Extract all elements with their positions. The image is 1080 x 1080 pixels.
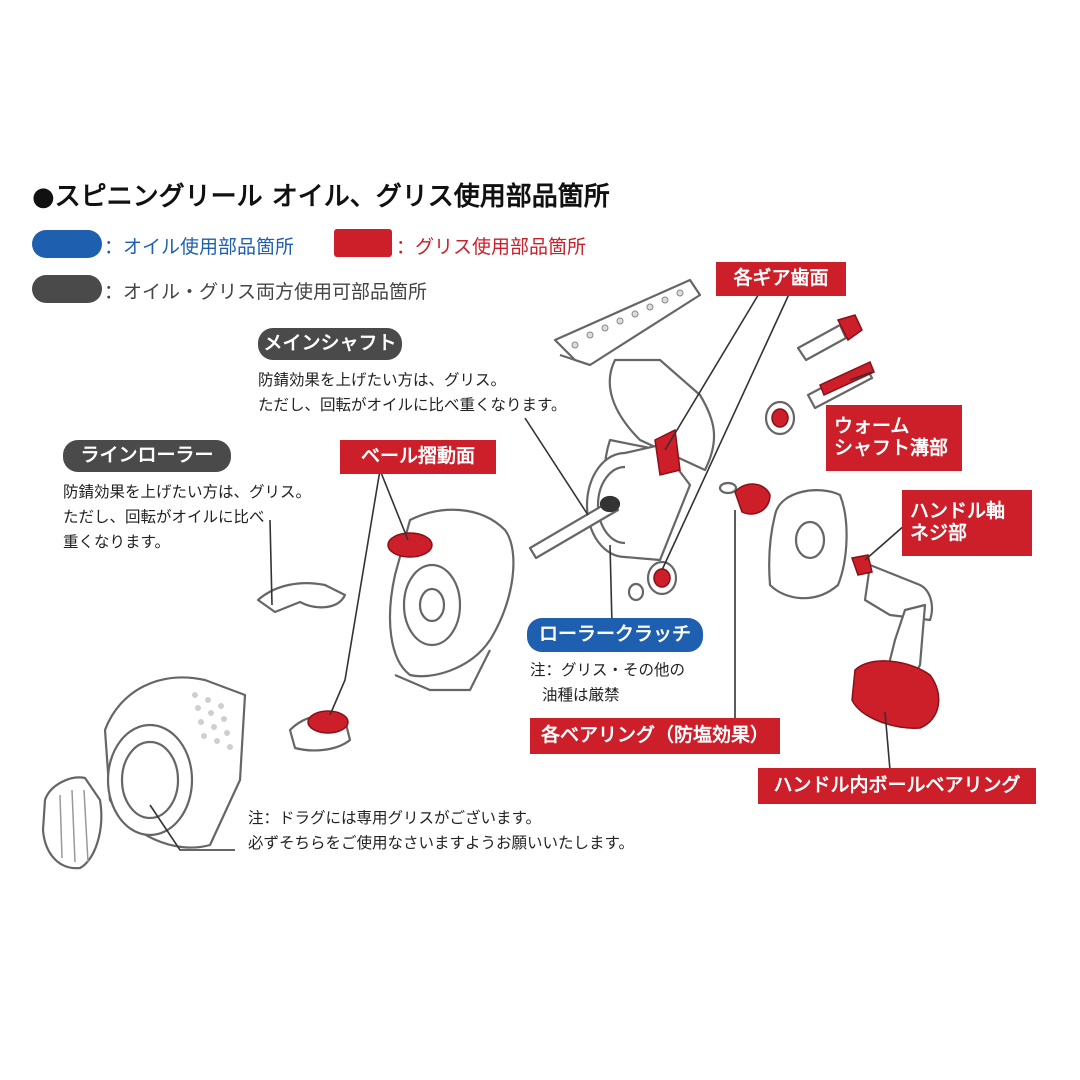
label-worm-shaft: ウォーム シャフト溝部 bbox=[826, 405, 962, 471]
spool bbox=[103, 676, 247, 849]
note-line-roller-line-2: ただし、回転がオイルに比べ bbox=[63, 508, 265, 526]
note-drag: 注：ドラグには専用グリスがございます。 必ずそちらをご使用なさいますようお願いい… bbox=[248, 806, 634, 856]
grease-areas bbox=[307, 314, 940, 734]
note-main-shaft-line-2: ただし、回転がオイルに比べ重くなります。 bbox=[258, 396, 567, 414]
main-shaft bbox=[528, 495, 621, 560]
label-handle-thread-line-1: ハンドル軸 bbox=[910, 500, 1006, 523]
label-roller-clutch: ローラークラッチ bbox=[527, 618, 703, 652]
grease-bail-surface bbox=[387, 532, 433, 558]
label-bail-surface: ベール摺動面 bbox=[340, 440, 496, 474]
label-bearings: 各ベアリング（防塩効果） bbox=[530, 718, 780, 754]
legend-both-swatch bbox=[32, 275, 102, 303]
label-handle-knob-bearing: ハンドル内ボールベアリング bbox=[758, 768, 1036, 804]
page-title: ●スピニングリール オイル、グリス使用部品箇所 bbox=[32, 182, 610, 212]
note-drag-line-2: 必ずそちらをご使用なさいますようお願いいたします。 bbox=[248, 834, 634, 852]
grease-line-roller-contact bbox=[307, 710, 349, 734]
side-cover bbox=[768, 489, 848, 600]
legend-oil-label: ：オイル使用部品箇所 bbox=[104, 236, 295, 258]
note-drag-line-1: 注：ドラグには専用グリスがございます。 bbox=[248, 809, 541, 827]
note-roller-clutch-line-1: 注：グリス・その他の bbox=[530, 661, 686, 679]
note-line-roller: 防錆効果を上げたい方は、グリス。 ただし、回転がオイルに比べ 重くなります。 bbox=[63, 480, 311, 555]
grease-bearing bbox=[734, 483, 771, 515]
grease-handle-knob bbox=[851, 660, 940, 729]
note-line-roller-line-1: 防錆効果を上げたい方は、グリス。 bbox=[63, 483, 312, 501]
grease-gear-small bbox=[771, 408, 789, 428]
label-main-shaft: メインシャフト bbox=[258, 328, 402, 360]
legend-both-label: ：オイル・グリス両方使用可部品箇所 bbox=[104, 281, 428, 303]
label-gear-surfaces: 各ギア歯面 bbox=[716, 262, 846, 296]
note-roller-clutch-line-2: 油種は厳禁 bbox=[542, 686, 620, 704]
note-main-shaft: 防錆効果を上げたい方は、グリス。 ただし、回転がオイルに比べ重くなります。 bbox=[258, 368, 566, 418]
reel-foot-holes bbox=[571, 289, 684, 349]
grease-handle-thread bbox=[851, 554, 873, 576]
grease-pinion bbox=[653, 568, 671, 588]
grease-drive-gear bbox=[654, 428, 681, 476]
leader-lines bbox=[149, 291, 906, 851]
note-line-roller-line-3: 重くなります。 bbox=[63, 533, 170, 551]
legend-grease-swatch bbox=[334, 229, 392, 257]
drag-knob bbox=[41, 776, 103, 870]
label-handle-thread-line-2: ネジ部 bbox=[910, 522, 968, 544]
note-roller-clutch: 注：グリス・その他の 油種は厳禁 bbox=[530, 658, 685, 708]
label-worm-shaft-line-2: シャフト溝部 bbox=[834, 437, 949, 459]
spool-holes bbox=[192, 692, 233, 750]
grease-worm-groove bbox=[819, 360, 875, 397]
grease-worm-tip bbox=[836, 314, 863, 342]
note-main-shaft-line-1: 防錆効果を上げたい方は、グリス。 bbox=[258, 371, 507, 389]
legend-oil-swatch bbox=[32, 230, 102, 258]
legend-grease-label: ：グリス使用部品箇所 bbox=[396, 236, 587, 258]
label-line-roller: ラインローラー bbox=[63, 440, 231, 472]
rotor bbox=[585, 443, 692, 562]
label-handle-thread: ハンドル軸 ネジ部 bbox=[902, 490, 1032, 556]
label-worm-shaft-line-1: ウォーム bbox=[834, 415, 910, 438]
